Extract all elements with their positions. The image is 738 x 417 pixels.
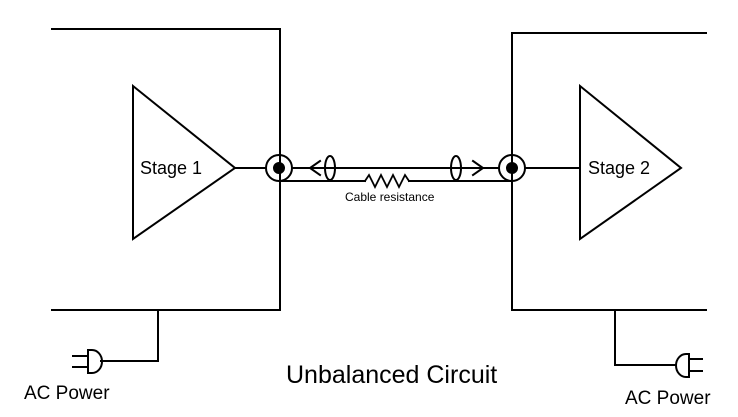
left-ac-power-cord — [100, 309, 159, 362]
stage-1-amplifier — [132, 83, 266, 241]
diagram-title: Unbalanced Circuit — [286, 361, 497, 389]
cable-return-conductor — [279, 172, 513, 190]
stage-2-label: Stage 2 — [588, 158, 650, 178]
stage-1-label: Stage 1 — [140, 158, 202, 178]
stage-2-amplifier — [524, 83, 683, 241]
left-ac-power-label: AC Power — [24, 383, 110, 404]
right-cable-plug — [450, 155, 485, 181]
right-ac-power-cord — [614, 309, 677, 366]
cable-resistance-label: Cable resistance — [345, 190, 435, 204]
left-cable-plug — [308, 155, 336, 181]
right-ac-plug-icon — [675, 353, 703, 378]
left-ac-plug-icon — [72, 349, 103, 374]
right-ac-power-label: AC Power — [625, 388, 711, 409]
